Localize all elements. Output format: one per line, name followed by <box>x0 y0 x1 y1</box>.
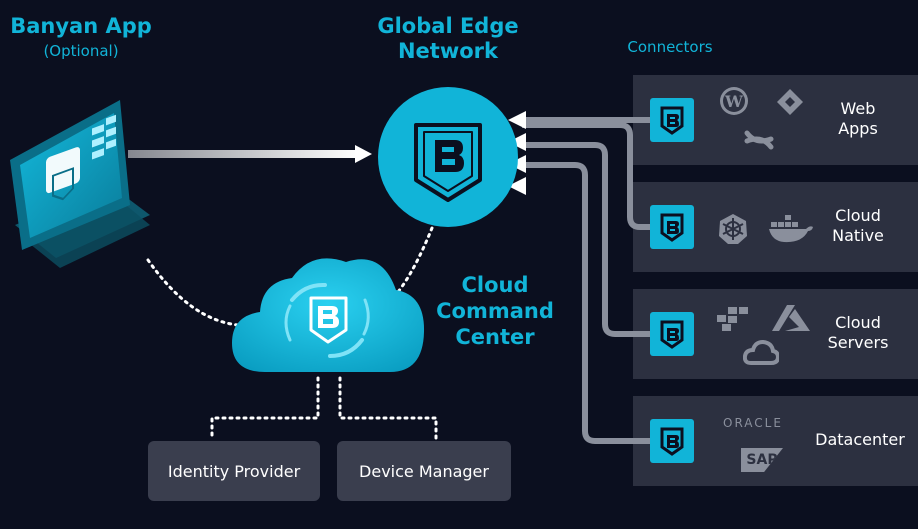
kubernetes-icon <box>719 214 747 244</box>
cloud-command-title-line3: Center <box>455 325 535 349</box>
cloud-command-title: Cloud Command Center <box>430 272 560 350</box>
connector-icon-datacenter <box>650 419 694 463</box>
laptop-arrow-head <box>355 145 372 163</box>
panel-datacenter: ORACLE SAP Datacenter <box>633 396 918 486</box>
cloud-command-title-line1: Cloud <box>461 273 529 297</box>
device-manager-box: Device Manager <box>337 441 511 501</box>
connectors-title: Connectors <box>627 38 713 56</box>
banyan-app-subtitle: (Optional) <box>43 42 119 60</box>
panel-label-line1: Cloud <box>835 206 881 225</box>
panel-label-line2: Native <box>832 226 884 245</box>
laptop-arrow-shaft <box>128 150 358 158</box>
panel-label-line1: Datacenter <box>815 430 905 449</box>
banyan-app-title: Banyan App <box>10 14 152 38</box>
panel-label-datacenter: Datacenter <box>805 430 915 450</box>
aws-icon <box>717 307 748 331</box>
connector-icon-cloud-native <box>650 205 694 249</box>
global-edge-title-line2: Network <box>397 39 498 63</box>
panel-web-apps: W Web Apps <box>633 75 918 165</box>
identity-provider-box: Identity Provider <box>148 441 320 501</box>
connector-icon-cloud-servers <box>650 312 694 356</box>
panel-label-web-apps: Web Apps <box>813 99 903 139</box>
panel-label-cloud-servers: Cloud Servers <box>813 313 903 353</box>
confluence-icon <box>744 130 774 150</box>
cloud-command-title-line2: Command <box>436 299 554 323</box>
connector-wires <box>520 117 650 444</box>
cloud-shield-icon <box>309 296 348 344</box>
panel-cloud-native: Cloud Native <box>633 182 918 272</box>
laptop-illustration <box>10 100 150 268</box>
panel-cloud-servers: Cloud Servers <box>633 289 918 379</box>
azure-icon <box>772 305 810 331</box>
jira-icon <box>777 89 803 115</box>
oracle-logo: ORACLE <box>723 416 783 430</box>
connector-icon-web-apps <box>650 98 694 142</box>
global-edge-shield-icon <box>414 123 482 202</box>
cloud-sync-arrows-icon <box>284 282 370 358</box>
wordpress-icon: W <box>720 87 748 115</box>
panel-label-line1: Cloud <box>835 313 881 332</box>
global-edge-b-mark <box>435 140 464 172</box>
docker-icon <box>769 215 813 243</box>
panel-label-cloud-native: Cloud Native <box>813 206 903 246</box>
panel-label-line2: Servers <box>827 333 889 352</box>
panel-label-line1: Web <box>840 99 876 118</box>
svg-text:W: W <box>724 92 744 111</box>
panel-label-line2: Apps <box>838 119 878 138</box>
dotted-links <box>146 226 438 440</box>
device-manager-label: Device Manager <box>359 461 489 481</box>
google-cloud-icon <box>743 339 779 365</box>
global-edge-title: Global Edge Network <box>360 14 536 64</box>
identity-provider-label: Identity Provider <box>167 461 301 481</box>
global-edge-title-line1: Global Edge <box>377 14 519 38</box>
